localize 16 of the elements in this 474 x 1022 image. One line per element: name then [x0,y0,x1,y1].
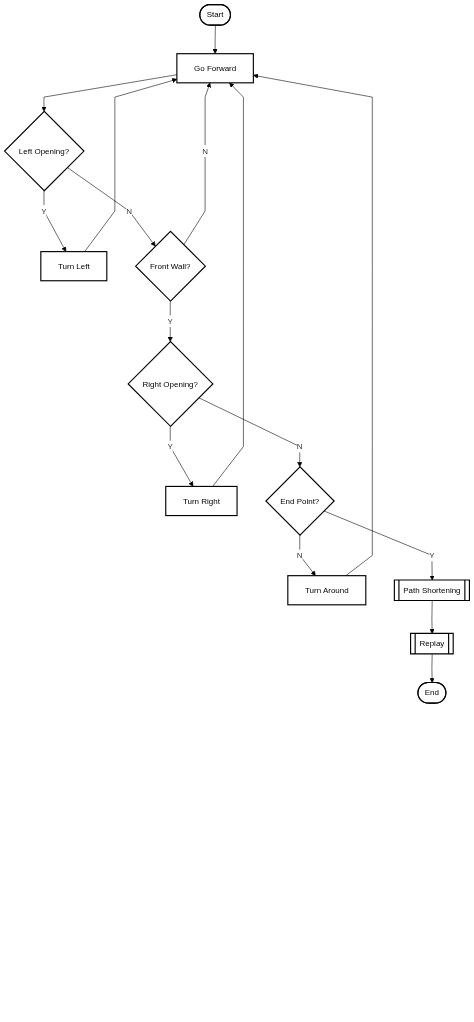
node-box: Go Forward [176,53,254,84]
edge-label: Y [167,441,173,451]
edge-label: Y [167,316,173,326]
edge-label: Y [41,206,47,216]
node-diamond: Front Wall? [134,230,207,302]
edge-label: N [296,441,303,451]
node-diamond: Right Opening? [127,340,214,428]
node-diamond: Left Opening? [3,110,85,192]
node-box: Turn Left [40,251,108,282]
edge-label: N [126,206,133,216]
node-diamond: End Point? [265,466,335,536]
edge-label: N [202,146,208,156]
node-box: Turn Right [165,485,238,517]
edge-label: Y [429,550,435,560]
edge-label: N [296,550,303,560]
node-box: Turn Around [287,575,367,606]
